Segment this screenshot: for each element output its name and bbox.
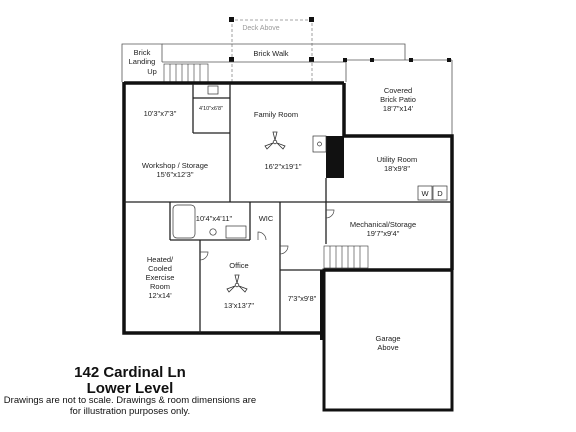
dryer-icon: D [432,185,448,201]
brick-landing-label-2: Landing [129,57,156,66]
dryer-label: D [437,189,443,198]
patio-post [343,58,347,62]
disclaimer-note: Drawings are not to scale. Drawings & ro… [3,395,257,417]
closet-dimensions-small: 4'10"x6'8" [199,106,223,112]
mechanical-storage-dimensions: 19'7"x9'4" [367,229,400,238]
workshop-label: Workshop / Storage [142,161,208,170]
bathtub-icon [172,204,196,239]
fireplace-icon-center [317,141,322,147]
deck-above-label: Deck Above [242,25,279,32]
small-room-dimensions: 7'3"x9'8" [288,294,317,303]
deck-above-outline [231,19,313,82]
office-dimensions: 13'x13'7" [224,301,254,310]
ceiling-fan-icon [226,274,248,293]
patio-post-group [343,58,451,62]
floor-level-title: Lower Level [86,380,174,397]
workshop-dimensions: 15'6"x12'3" [157,170,194,179]
interior-walls [124,84,452,333]
deck-post [309,57,314,62]
garage-outline [322,268,454,412]
wic-label: WIC [259,214,274,223]
interior-stairs [323,245,369,269]
vanity-icon [225,225,247,239]
covered-patio-label-2: Brick Patio [380,95,416,104]
fireplace-icon [312,135,327,153]
door-swings [199,209,335,261]
garage-above-label: Above [377,343,398,352]
patio-post [409,58,413,62]
deck-post [229,57,234,62]
toilet-icon [209,228,217,236]
exercise-room-label-3: Exercise [146,273,175,282]
stairs-up-label: Up [147,67,157,76]
bathroom-dimensions: 10'4"x4'11" [196,214,233,223]
utility-room-dimensions: 18'x9'8" [384,164,410,173]
brick-walk-label: Brick Walk [253,49,288,58]
family-room-label: Family Room [254,110,298,119]
exercise-room-dimensions: 12'x14' [148,291,172,300]
exterior-stairs [163,63,209,83]
fireplace-wall [326,136,344,178]
patio-post [447,58,451,62]
patio-post [370,58,374,62]
family-room-dimensions: 16'2"x19'1" [265,162,302,171]
exercise-room-label-1: Heated/ [147,255,174,264]
exercise-room-label-4: Room [150,282,170,291]
garage-label: Garage [375,334,400,343]
washer-label: W [421,189,429,198]
exercise-room-label-2: Cooled [148,264,172,273]
utility-room-label: Utility Room [377,155,417,164]
washer-icon: W [417,185,433,201]
property-address: 142 Cardinal Ln [74,364,186,381]
deck-post [309,17,314,22]
exterior-hardscape [121,43,453,136]
sink-icon [207,85,219,95]
deck-post [229,17,234,22]
covered-patio-dimensions: 18'7"x14' [383,104,414,113]
brick-landing-label-1: Brick [134,48,151,57]
office-label: Office [229,261,248,270]
ceiling-fan-icon [264,131,286,150]
mechanical-storage-label: Mechanical/Storage [350,220,416,229]
covered-patio-label-1: Covered [384,86,412,95]
closet-dimensions: 10'3"x7'3" [144,109,177,118]
